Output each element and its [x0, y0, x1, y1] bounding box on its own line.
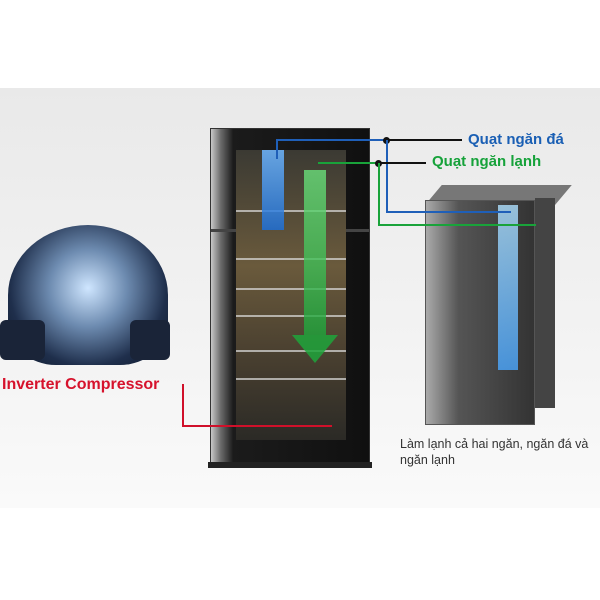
- refrigerator-base: [208, 462, 372, 468]
- fridge-airflow-arrow: [304, 170, 326, 335]
- leader-line: [378, 162, 426, 164]
- leader-line: [276, 139, 386, 141]
- cutaway-fridge-diagram: [425, 200, 535, 425]
- compressor-foot: [0, 320, 45, 360]
- fridge-fan-label: Quạt ngăn lạnh: [432, 153, 542, 170]
- cold-air-beam: [498, 205, 518, 370]
- refrigerator-interior: [236, 150, 346, 440]
- freezer-fan-label: Quạt ngăn đá: [468, 131, 564, 148]
- leader-line: [276, 139, 278, 159]
- leader-line: [378, 224, 536, 226]
- fridge-airflow-arrowhead: [292, 335, 338, 363]
- freezer-airflow-arrow: [262, 150, 284, 230]
- leader-line: [318, 162, 378, 164]
- cutaway-side: [535, 198, 555, 408]
- leader-line: [378, 163, 380, 225]
- compressor-label: Inverter Compressor: [2, 376, 160, 393]
- leader-line: [386, 140, 388, 212]
- leader-line: [182, 425, 332, 427]
- cooling-description: Làm lạnh cả hai ngăn, ngăn đá và ngăn lạ…: [400, 437, 589, 467]
- leader-line: [182, 384, 184, 426]
- leader-line: [386, 211, 511, 213]
- leader-line: [386, 139, 462, 141]
- compressor-foot: [130, 320, 170, 360]
